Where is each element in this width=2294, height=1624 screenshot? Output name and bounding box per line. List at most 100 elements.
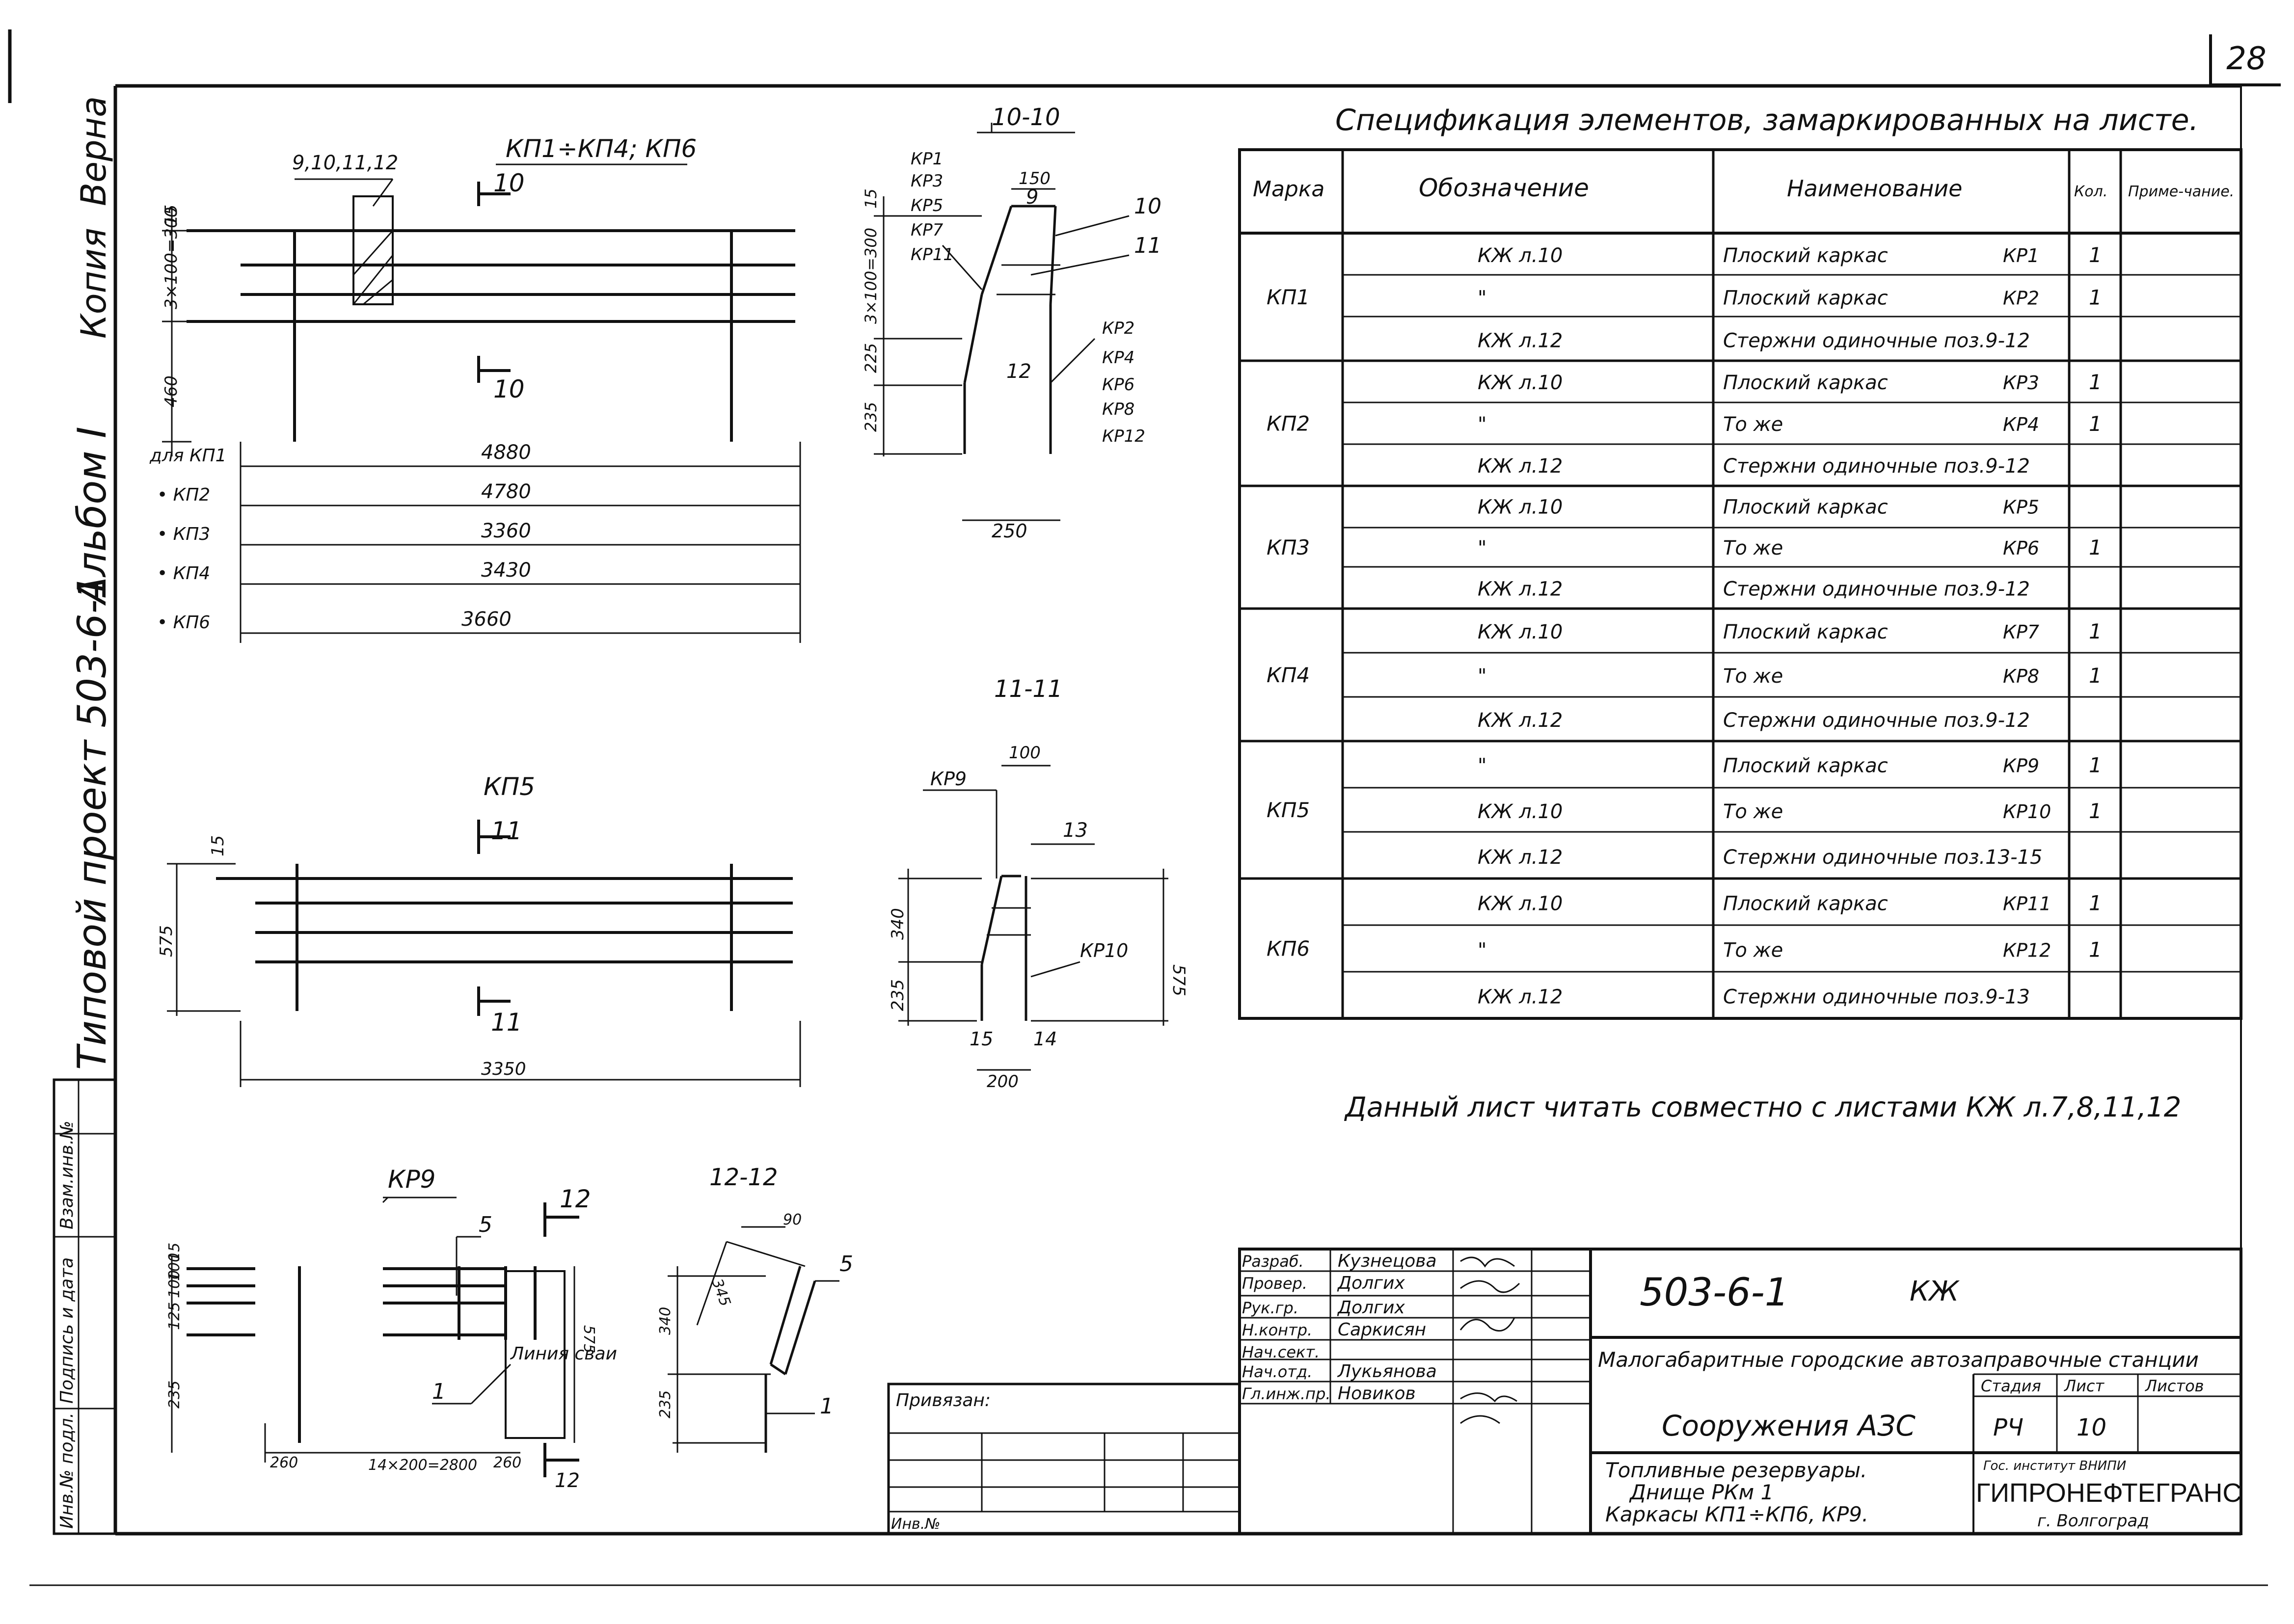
- drawing-mark: КЖ: [1910, 1276, 1960, 1307]
- header-name: Наименование: [1787, 175, 1962, 202]
- kr7-label: КР7: [911, 220, 944, 240]
- spec-item-mark: КР4: [2003, 414, 2039, 435]
- section-10-mark-top: 10: [493, 169, 525, 197]
- dim-250: 250: [992, 520, 1027, 542]
- copy-stamp: Копия: [74, 228, 114, 339]
- sheets-header: Листов: [2145, 1377, 2204, 1395]
- spec-designation: КЖ л.12: [1478, 578, 1563, 600]
- section-10-mark-bottom: 10: [493, 375, 525, 403]
- length-table: для КП1 4880 • КП2 4780 • КП3 3360 • КП4…: [149, 441, 531, 633]
- dim-150: 150: [1019, 169, 1051, 188]
- spec-qty: 1: [2089, 370, 2102, 394]
- length-row-label: • КП4: [157, 563, 210, 584]
- spec-name: Стержни одиночные поз.9-12: [1723, 329, 2030, 352]
- spec-name: Плоский каркас: [1723, 287, 1888, 310]
- section-11-title: 11-11: [994, 675, 1062, 703]
- verified-stamp: Верна: [74, 96, 114, 206]
- section-11-drawing: [898, 765, 1168, 1071]
- kr10-label: КР10: [1080, 940, 1128, 961]
- spec-name: Плоский каркас: [1723, 496, 1888, 519]
- kr9-title: КР9: [388, 1165, 435, 1194]
- section-12-mark-bottom: 12: [555, 1469, 580, 1492]
- stage-value: РЧ: [1993, 1414, 2024, 1441]
- spec-qty: 1: [2089, 938, 2102, 962]
- spec-item-mark: КР8: [2003, 666, 2039, 687]
- spec-group-mark: КП1: [1267, 285, 1310, 309]
- header-note: Приме-чание.: [2128, 183, 2234, 200]
- spec-designation: КЖ л.10: [1478, 244, 1563, 267]
- dim-235-b: 235: [888, 979, 908, 1011]
- role-title: Нач.отд.: [1242, 1362, 1312, 1381]
- dim-340: 340: [888, 908, 908, 940]
- s12-pos-5: 5: [839, 1251, 853, 1277]
- spec-qty: 1: [2089, 891, 2102, 915]
- s12-dim-90: 90: [783, 1211, 802, 1228]
- pos-15: 15: [970, 1028, 993, 1050]
- kr4-label: КР4: [1102, 348, 1134, 368]
- spec-designation: ": [1478, 537, 1486, 559]
- kr9-dim-100a: 100: [166, 1253, 183, 1281]
- role-person: Новиков: [1338, 1384, 1416, 1404]
- kr9-dim-2800: 14×200=2800: [368, 1457, 477, 1474]
- desc-line-1: Топливные резервуары.: [1605, 1458, 1867, 1482]
- sheet-value: 10: [2077, 1414, 2106, 1441]
- spec-item-mark: КР7: [2003, 621, 2039, 643]
- desc-line-2: Днище РКм 1: [1629, 1480, 1774, 1504]
- kr9-dim-260a: 260: [270, 1454, 298, 1471]
- spec-group-mark: КП2: [1267, 412, 1310, 436]
- kp-dim-460: 460: [162, 375, 181, 407]
- spec-item-mark: КР3: [2003, 372, 2039, 394]
- s12-dim-235: 235: [657, 1390, 674, 1418]
- pos-12: 12: [1006, 360, 1031, 383]
- dim-300b: 3×100=300: [862, 228, 880, 324]
- kr9-dim-100b: 100: [166, 1270, 183, 1298]
- spec-designation: КЖ л.10: [1478, 496, 1563, 519]
- title-block-roles: Разраб.КузнецоваПровер.ДолгихРук.гр.Долг…: [1242, 1251, 1437, 1404]
- spec-group-mark: КП6: [1267, 937, 1310, 961]
- pos-14: 14: [1033, 1028, 1057, 1050]
- spec-item-mark: КР5: [2003, 497, 2039, 518]
- spec-name: То же: [1723, 800, 1783, 823]
- pos-11: 11: [1134, 233, 1161, 258]
- role-title: Н.контр.: [1242, 1321, 1312, 1339]
- spec-name: Стержни одиночные поз.9-12: [1723, 578, 2030, 600]
- project-code: 503-6-1: [1640, 1271, 1789, 1315]
- kr9-dim-260b: 260: [493, 1454, 521, 1471]
- kr9-dim-125: 125: [166, 1302, 183, 1330]
- role-person: Долгих: [1337, 1273, 1405, 1293]
- length-row-label: для КП1: [149, 446, 227, 466]
- spec-name: Стержни одиночные поз.9-12: [1723, 455, 2030, 478]
- s12-pos-1: 1: [820, 1394, 834, 1419]
- spec-designation: ": [1478, 413, 1486, 436]
- header-qty: Кол.: [2074, 183, 2107, 200]
- kr11-label: КР11: [911, 245, 954, 265]
- spec-qty: 1: [2089, 243, 2102, 267]
- role-title: Гл.инж.пр.: [1242, 1384, 1331, 1403]
- spec-name: Стержни одиночные поз.9-13: [1723, 986, 2030, 1009]
- spec-item-mark: КР10: [2003, 801, 2051, 823]
- spec-table-grid: [1238, 148, 2242, 1020]
- dim-235: 235: [862, 402, 880, 432]
- spec-designation: КЖ л.10: [1478, 893, 1563, 915]
- spec-designation: КЖ л.12: [1478, 986, 1563, 1009]
- s12-dim-345: 345: [708, 1277, 733, 1309]
- sheet-number: 28: [2209, 34, 2281, 86]
- role-person: Лукьянова: [1337, 1361, 1437, 1382]
- building-name: Сооружения АЗС: [1662, 1409, 1916, 1442]
- section-11-mark-top: 11: [491, 817, 522, 845]
- dim-100: 100: [1009, 743, 1041, 763]
- spec-qty: 1: [2089, 286, 2102, 310]
- section-10-drawing: [874, 123, 1130, 521]
- spec-item-mark: КР6: [2003, 537, 2039, 559]
- length-row-label: • КП3: [157, 524, 210, 544]
- section-10-left-labels: КР1 КР3 КР5 КР7 КР11: [911, 149, 954, 265]
- role-person: Кузнецова: [1338, 1251, 1437, 1271]
- spec-designation: ": [1478, 287, 1486, 310]
- pos-13: 13: [1063, 819, 1088, 842]
- kr9-pos-5: 5: [479, 1212, 492, 1237]
- org-city: г. Волгоград: [2037, 1511, 2149, 1531]
- length-row-value: 3430: [481, 559, 531, 582]
- kp1-kp6-title: КП1÷КП4; КП6: [506, 134, 697, 163]
- kr9-drawing: [171, 1197, 579, 1477]
- kp-dim-300: 3×100=300: [162, 207, 181, 309]
